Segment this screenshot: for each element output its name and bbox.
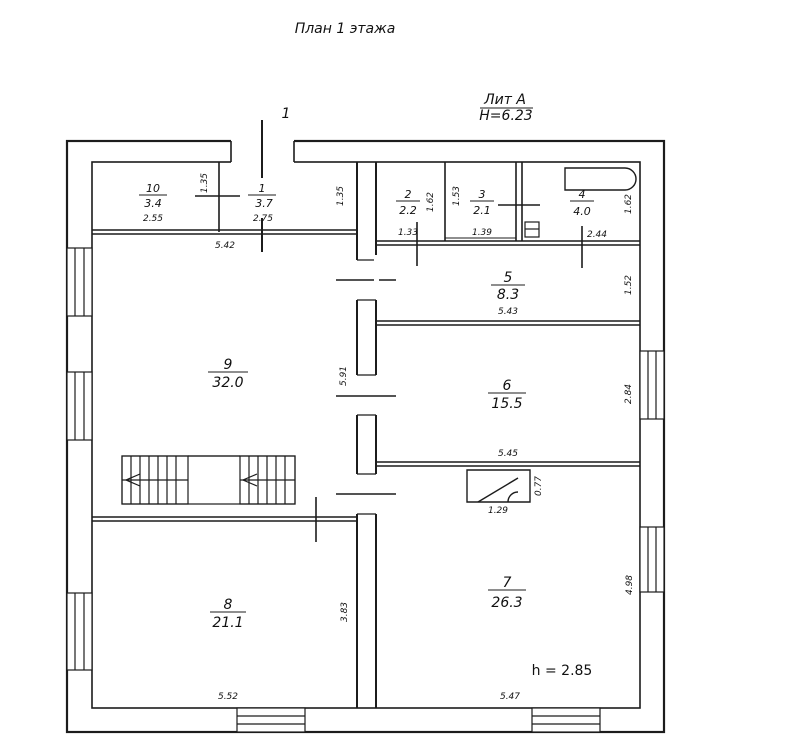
svg-text:21.1: 21.1 — [212, 615, 243, 631]
room-label-1: 1 3.7 — [248, 182, 276, 210]
room-label-6: 6 15.5 — [488, 378, 526, 412]
dim-2-44: 2.44 — [587, 230, 607, 240]
svg-text:9: 9 — [224, 357, 233, 373]
dim-1-39: 1.39 — [472, 228, 492, 238]
dim-1-53: 1.53 — [452, 186, 462, 206]
svg-text:8: 8 — [224, 597, 233, 613]
staircase — [121, 455, 296, 505]
section-mark: 1 — [282, 106, 291, 122]
floor-height: h = 2.85 — [532, 663, 593, 679]
dim-5-42: 5.42 — [215, 241, 235, 251]
svg-text:7: 7 — [503, 575, 512, 591]
dim-5-52: 5.52 — [218, 692, 238, 702]
plan-title: План 1 этажа — [295, 21, 396, 37]
right-top-partitions — [376, 162, 640, 268]
room-label-4: 4 4.0 — [570, 188, 594, 218]
svg-text:26.3: 26.3 — [491, 595, 522, 611]
svg-text:32.0: 32.0 — [212, 375, 243, 391]
svg-text:15.5: 15.5 — [491, 396, 522, 412]
svg-text:3.4: 3.4 — [144, 197, 162, 210]
left-partition — [92, 497, 357, 542]
svg-text:3: 3 — [479, 188, 486, 201]
room-label-7: 7 26.3 — [488, 575, 526, 611]
toilet-fixture — [524, 221, 540, 238]
dim-1-62-room4: 1.62 — [624, 194, 634, 214]
right-partitions — [376, 320, 640, 467]
windows-left — [66, 247, 93, 671]
dim-0-77: 0.77 — [534, 476, 544, 496]
svg-text:2.1: 2.1 — [473, 204, 491, 217]
dim-1-62-room2: 1.62 — [426, 192, 436, 212]
dim-1-29: 1.29 — [488, 506, 508, 516]
room-label-8: 8 21.1 — [210, 597, 246, 631]
door-swing-marks — [336, 279, 396, 495]
room-label-5: 5 8.3 — [491, 270, 525, 303]
dim-2-55: 2.55 — [143, 214, 163, 224]
svg-text:5: 5 — [504, 270, 513, 286]
left-top-partitions — [92, 162, 357, 235]
svg-text:2: 2 — [405, 188, 412, 201]
dim-5-91: 5.91 — [339, 366, 349, 386]
dim-5-43: 5.43 — [498, 307, 518, 317]
building-height: H=6.23 — [479, 108, 532, 124]
building-lit: Лит А — [483, 92, 526, 108]
svg-text:4: 4 — [579, 188, 586, 201]
svg-text:4.0: 4.0 — [573, 205, 591, 218]
room-label-3: 3 2.1 — [470, 188, 494, 217]
dim-5-45: 5.45 — [498, 449, 518, 459]
room-label-9: 9 32.0 — [208, 357, 248, 391]
svg-text:1: 1 — [259, 182, 266, 195]
corridor-walls — [356, 162, 377, 708]
svg-text:10: 10 — [146, 182, 160, 195]
dim-2-84: 2.84 — [624, 384, 634, 404]
svg-text:2.2: 2.2 — [399, 204, 417, 217]
windows-bottom — [236, 707, 601, 733]
svg-text:3.7: 3.7 — [255, 197, 273, 210]
room-label-10: 10 3.4 — [139, 182, 167, 210]
dim-3-83: 3.83 — [340, 602, 350, 622]
corridor-door-openings — [356, 260, 378, 514]
windows-right — [639, 350, 665, 593]
dim-5-47: 5.47 — [500, 692, 520, 702]
cellar-hatch — [466, 469, 531, 503]
dim-4-98: 4.98 — [625, 575, 635, 595]
bathtub — [564, 167, 637, 191]
right-room-door — [374, 255, 379, 285]
dim-1-35-left: 1.35 — [200, 173, 210, 193]
dim-1-35-right: 1.35 — [336, 186, 346, 206]
dim-1-52: 1.52 — [624, 275, 634, 295]
dim-1-33: 1.33 — [398, 228, 418, 238]
corridor-door-jambs — [357, 259, 376, 515]
room-label-2: 2 2.2 — [396, 188, 420, 217]
dim-2-75: 2.75 — [253, 214, 273, 224]
svg-text:8.3: 8.3 — [497, 287, 519, 303]
svg-text:6: 6 — [503, 378, 512, 394]
